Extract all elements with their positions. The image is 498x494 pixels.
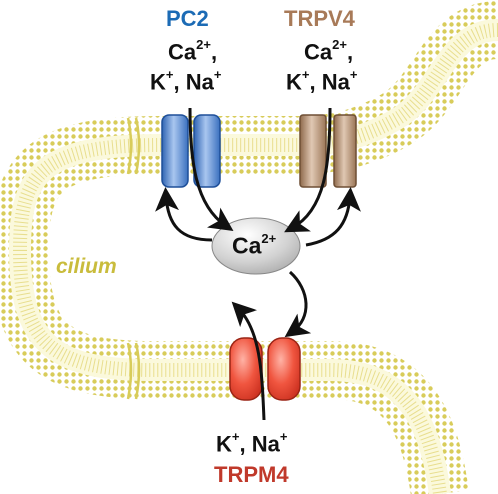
pc2-label: PC2 bbox=[166, 6, 209, 31]
calcium-ellipse bbox=[211, 217, 301, 275]
calcium-label: Ca2+ bbox=[232, 231, 277, 259]
trpm4-efflux-arrow bbox=[231, 301, 266, 421]
pc2-feedback-arrow bbox=[155, 187, 213, 242]
cilium-label: cilium bbox=[56, 255, 117, 278]
trpv4-influx-arrow bbox=[284, 107, 332, 233]
pc2-channel bbox=[161, 114, 221, 188]
trpm4-label: TRPM4 bbox=[214, 462, 289, 487]
trpv4-ion-line2: K+, Na+ bbox=[286, 67, 358, 95]
pc2-ion-line1: Ca2+, bbox=[168, 37, 218, 65]
pc2-ion-line2: K+, Na+ bbox=[150, 67, 222, 95]
calcium-to-trpm4-arrow bbox=[284, 270, 312, 338]
trpv4-channel bbox=[299, 114, 357, 188]
trpv4-feedback-arrow bbox=[305, 187, 361, 247]
pc2-influx-arrow bbox=[188, 107, 234, 232]
trpm4-channel bbox=[229, 337, 301, 401]
trpm4-ion-line: K+, Na+ bbox=[216, 429, 288, 457]
trpv4-label: TRPV4 bbox=[284, 6, 355, 31]
trpv4-ion-line1: Ca2+, bbox=[304, 37, 354, 65]
membrane-break-marks bbox=[126, 117, 141, 400]
flux-arrows bbox=[155, 107, 361, 421]
